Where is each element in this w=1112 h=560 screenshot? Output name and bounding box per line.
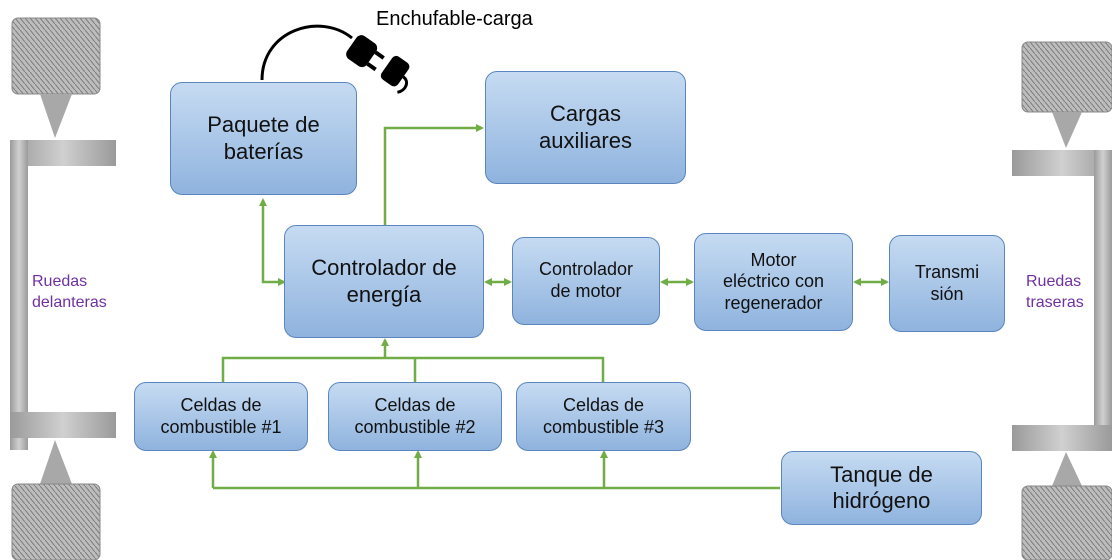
fuel-cell-2-label: Celdas de combustible #2	[354, 394, 476, 437]
hydrogen-tank-label: Tanque de hidrógeno	[830, 461, 933, 513]
motor-controller-box: Controlador de motor	[512, 237, 660, 325]
transmission-box: Transmi sión	[889, 235, 1005, 332]
motor-controller-label: Controlador de motor	[538, 259, 634, 301]
energy-controller-box: Controlador de energía	[284, 225, 484, 338]
electric-motor-label: Motor eléctrico con regenerador	[722, 249, 825, 313]
rear-bottom-wheel	[1021, 485, 1112, 560]
battery-pack-label: Paquete de baterías	[207, 112, 320, 164]
fuel-cell-3-box: Celdas de combustible #3	[516, 382, 691, 451]
electric-motor-box: Motor eléctrico con regenerador	[694, 233, 853, 331]
transmission-label: Transmi sión	[914, 261, 980, 304]
aux-loads-label: Cargas auxiliares	[539, 101, 632, 153]
battery-pack-box: Paquete de baterías	[170, 82, 357, 195]
front-bottom-wheel	[11, 483, 101, 560]
front-wheels-label: Ruedas delanteras	[32, 273, 107, 311]
rear-wheels-label: Ruedas traseras	[1026, 273, 1084, 311]
energy-controller-label: Controlador de energía	[311, 255, 457, 307]
aux-loads-box: Cargas auxiliares	[485, 71, 686, 184]
fuel-cell-1-label: Celdas de combustible #1	[160, 394, 282, 437]
fuel-cell-2-box: Celdas de combustible #2	[328, 382, 502, 451]
fuel-cell-1-box: Celdas de combustible #1	[134, 382, 308, 451]
plug-label: Enchufable-carga	[376, 8, 533, 30]
hydrogen-tank-box: Tanque de hidrógeno	[781, 451, 982, 525]
fuel-cell-3-label: Celdas de combustible #3	[542, 394, 665, 437]
